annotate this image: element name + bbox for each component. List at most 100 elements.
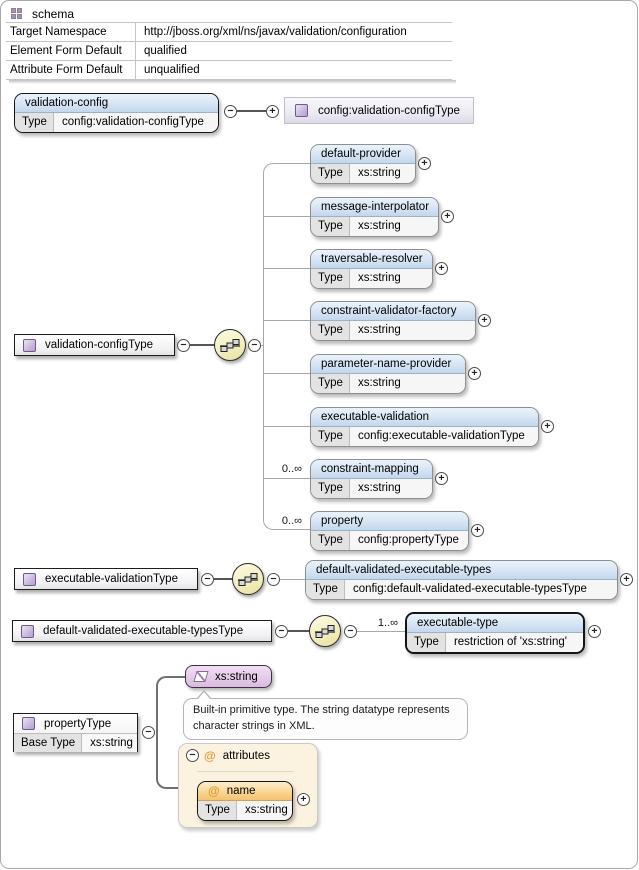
collapse-icon[interactable]: − [267,573,280,586]
schema-row-element-form-default: Element Form Default qualified [6,42,452,61]
connector-line [263,216,310,217]
element-default-provider[interactable]: default-provider Type xs:string [310,144,416,184]
connector-line [263,373,310,374]
type-value: config:executable-validationType [349,427,538,446]
expand-icon[interactable]: + [435,262,448,275]
element-executable-validation[interactable]: executable-validation Type config:execut… [310,407,539,447]
type-label: Type [311,269,350,288]
type-label: Type [311,217,350,236]
simple-type-icon [193,671,209,682]
type-value: config:default-validated-executable-type… [344,580,617,599]
schema-row-value: unqualified [135,61,452,79]
expand-icon[interactable]: + [435,472,448,485]
type-label: Type [198,801,237,820]
type-label: Type [306,580,345,599]
expand-icon[interactable]: + [468,367,481,380]
schema-row-value: qualified [135,42,452,60]
element-constraint-validator-factory[interactable]: constraint-validator-factory Type xs:str… [310,301,476,341]
occurrence-label: 1..∞ [377,617,398,629]
type-value: xs:string [349,479,432,498]
connector-elbow [156,676,185,732]
element-name: traversable-resolver [321,253,423,265]
type-label: Type [311,374,350,393]
sequence-compositor-icon[interactable] [309,615,341,647]
connector-line [214,578,232,580]
collapse-icon[interactable]: − [344,625,357,638]
expand-icon[interactable]: + [620,573,633,586]
expand-icon[interactable]: + [471,524,484,537]
collapse-icon[interactable]: − [201,573,214,586]
collapse-icon[interactable]: − [275,625,288,638]
element-validation-config[interactable]: validation-config Type config:validation… [14,93,219,133]
type-name: executable-validationType [45,573,178,585]
expand-icon[interactable]: + [588,625,601,638]
element-name: executable-type [417,617,499,629]
schema-row-label: Element Form Default [10,45,122,57]
table-shadow [9,80,456,84]
schema-row-label: Attribute Form Default [10,64,123,76]
collapse-icon[interactable]: − [177,339,190,352]
type-validation-configType[interactable]: validation-configType [14,334,175,356]
schema-row-target-namespace: Target Namespace http://jboss.org/xml/ns… [6,23,452,42]
complex-type-icon [295,104,308,117]
type-label: Type [15,113,54,132]
connector-line [288,630,309,632]
type-label: Type [311,427,350,446]
element-name: default-provider [321,148,401,160]
collapse-icon[interactable]: − [224,105,237,118]
type-propertyType[interactable]: propertyType Base Type xs:string [13,713,138,752]
schema-icon [11,8,22,19]
type-value: xs:string [349,321,475,340]
type-value: xs:string [349,374,465,393]
connector-trunk [263,172,264,517]
element-message-interpolator[interactable]: message-interpolator Type xs:string [310,197,439,237]
element-name: constraint-mapping [321,463,419,475]
collapse-icon[interactable]: − [186,749,199,762]
element-traversable-resolver[interactable]: traversable-resolver Type xs:string [310,249,433,289]
attribute-name-label: name [226,785,256,797]
sequence-compositor-icon[interactable] [214,329,246,361]
simple-type-name: xs:string [215,670,258,683]
connector-elbow [263,512,310,530]
expand-icon[interactable]: + [266,105,279,118]
expand-icon[interactable]: + [441,210,454,223]
element-parameter-name-provider[interactable]: parameter-name-provider Type xs:string [310,354,466,394]
attributes-header: @ attributes [204,749,270,763]
type-label: Type [311,164,350,183]
type-value: config:validation-configType [53,113,218,132]
expand-icon[interactable]: + [541,420,554,433]
element-constraint-mapping[interactable]: constraint-mapping Type xs:string [310,459,433,499]
attributes-title: attributes [222,750,271,762]
schema-header-row: schema [6,5,452,23]
schema-title: schema [32,6,75,21]
type-value: config:propertyType [349,531,468,550]
type-name: propertyType [44,717,112,730]
element-executable-type[interactable]: executable-type Type restriction of 'xs:… [405,612,585,654]
connector-line [357,631,405,632]
connector-line [263,478,310,479]
simple-type-xs-string[interactable]: xs:string [185,665,272,688]
attribute-name[interactable]: @ name Type xs:string [197,781,293,821]
element-default-validated-executable-types[interactable]: default-validated-executable-types Type … [305,560,618,600]
expand-icon[interactable]: + [478,314,491,327]
type-value: xs:string [349,164,415,183]
collapse-icon[interactable]: − [248,339,261,352]
type-ref-validation-configType[interactable]: config:validation-configType [284,97,474,124]
type-label: Type [311,479,350,498]
complex-type-icon [23,572,36,586]
collapse-icon[interactable]: − [142,726,155,739]
complex-type-icon [22,717,35,730]
expand-icon[interactable]: + [418,157,431,170]
connector-line [190,344,215,346]
element-property[interactable]: property Type config:propertyType [310,511,469,551]
type-label: Type [311,321,350,340]
element-name: validation-config [25,97,109,109]
element-name: executable-validation [321,411,430,423]
connector-line [237,110,266,112]
type-value: xs:string [236,801,292,820]
expand-icon[interactable]: + [297,793,310,806]
element-name: message-interpolator [321,201,430,213]
type-executable-validationType[interactable]: executable-validationType [14,568,198,590]
type-default-validated-executable-typesType[interactable]: default-validated-executable-typesType [12,620,272,642]
sequence-compositor-icon[interactable] [232,563,264,595]
